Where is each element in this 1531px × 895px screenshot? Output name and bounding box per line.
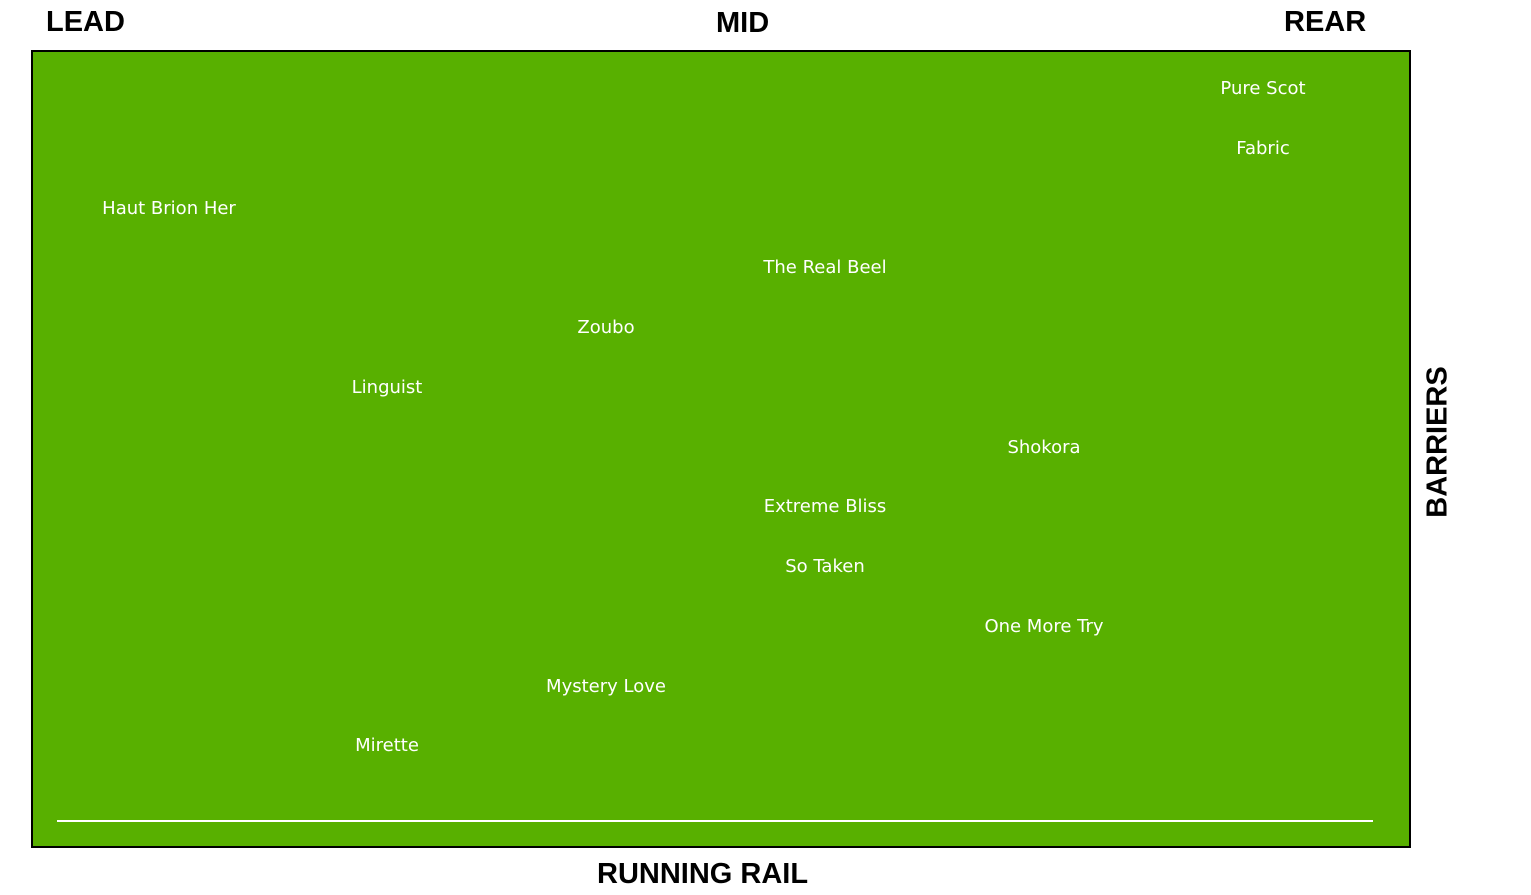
runner-label: One More Try <box>984 616 1104 637</box>
lead-label: LEAD <box>46 6 125 38</box>
running-rail-label: RUNNING RAIL <box>597 858 809 890</box>
runner-label: So Taken <box>785 556 865 577</box>
runner-label: Linguist <box>351 377 423 398</box>
running-rail-line <box>57 820 1373 822</box>
mid-label: MID <box>716 7 770 39</box>
runner-label: Extreme Bliss <box>763 496 887 517</box>
runner-label: Shokora <box>1007 437 1081 458</box>
runner-label: Mirette <box>355 735 419 756</box>
runner-label: The Real Beel <box>763 257 887 278</box>
runner-label: Fabric <box>1236 138 1290 159</box>
runner-label: Mystery Love <box>546 676 666 697</box>
rear-label: REAR <box>1284 6 1367 38</box>
runner-label: Haut Brion Her <box>102 198 236 219</box>
runner-label: Zoubo <box>577 317 635 338</box>
barriers-label: BARRIERS <box>1421 366 1454 518</box>
speed-map-field: Pure Scot Fabric Haut Brion Her The Real… <box>31 50 1411 848</box>
runner-label: Pure Scot <box>1220 78 1306 99</box>
